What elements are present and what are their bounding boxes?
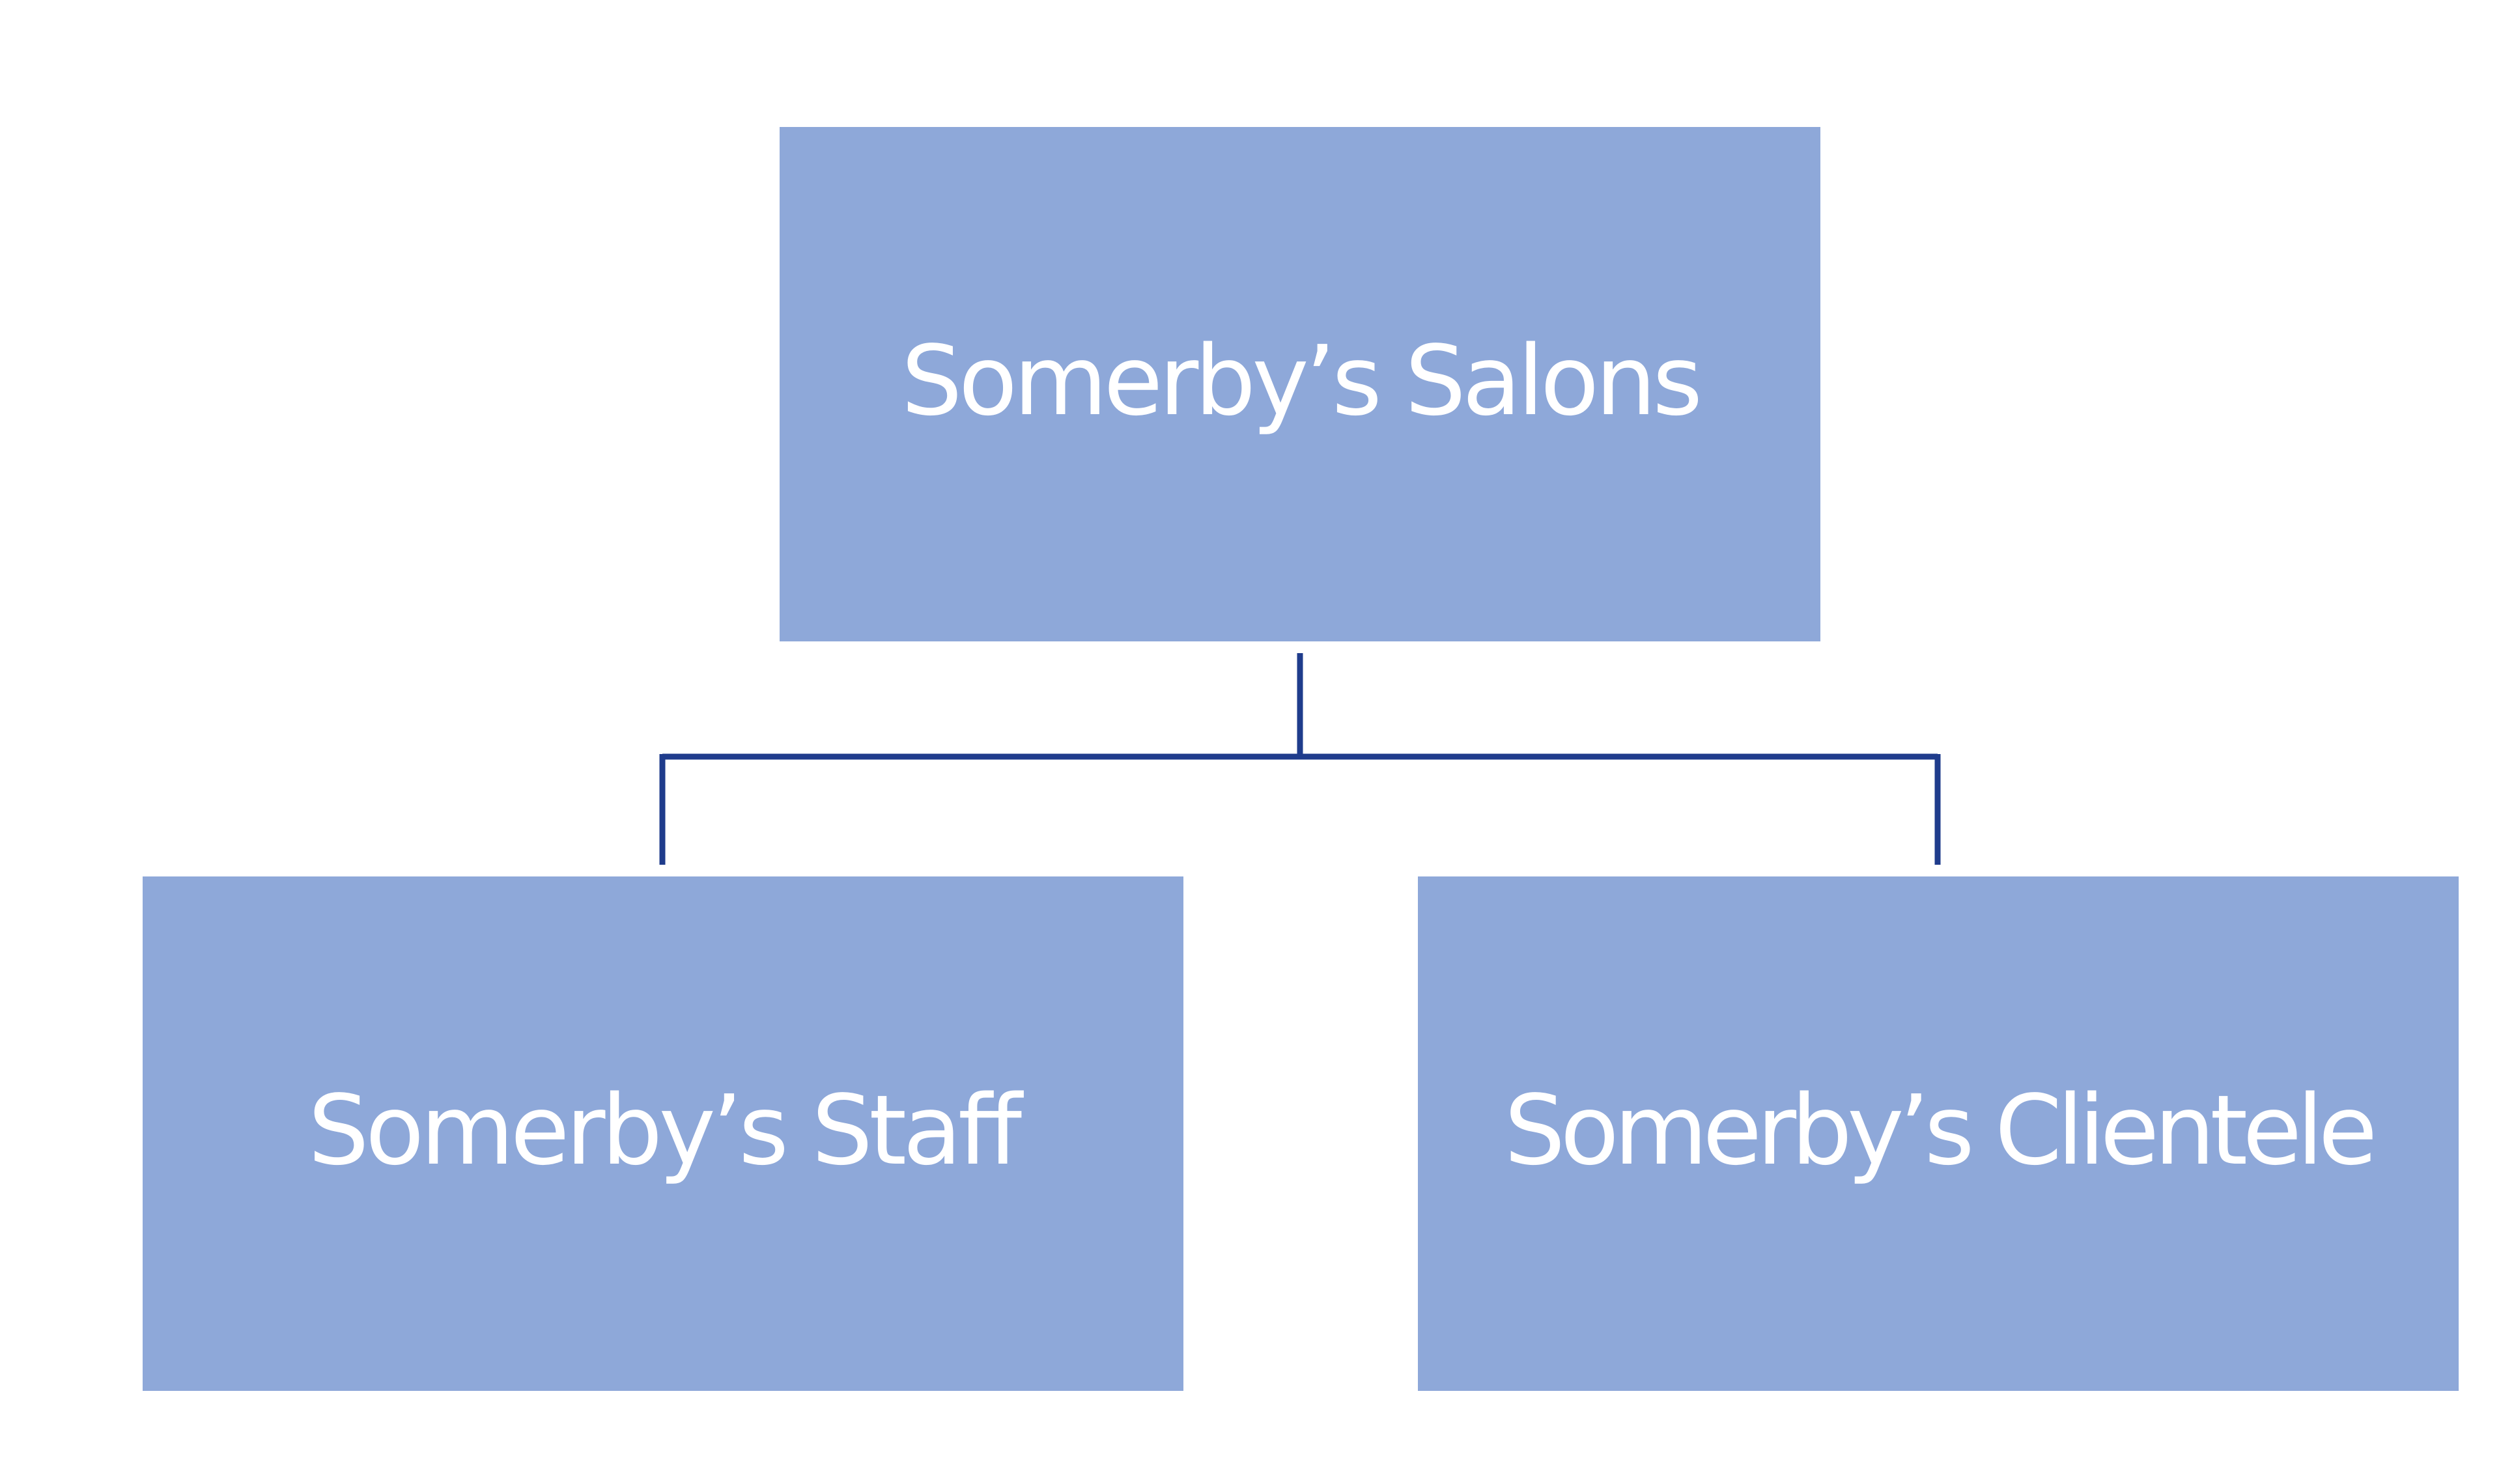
org-node-somerbys-salons[interactable]: Somerby’s Salons [780,127,1820,641]
org-node-somerbys-clientele[interactable]: Somerby’s Clientele [1418,876,2459,1391]
org-node-label: Somerby’s Staff [307,1074,1022,1186]
org-node-label: Somerby’s Clientele [1504,1074,2378,1186]
org-node-label: Somerby’s Salons [901,325,1703,437]
org-node-somerbys-staff[interactable]: Somerby’s Staff [143,876,1183,1391]
